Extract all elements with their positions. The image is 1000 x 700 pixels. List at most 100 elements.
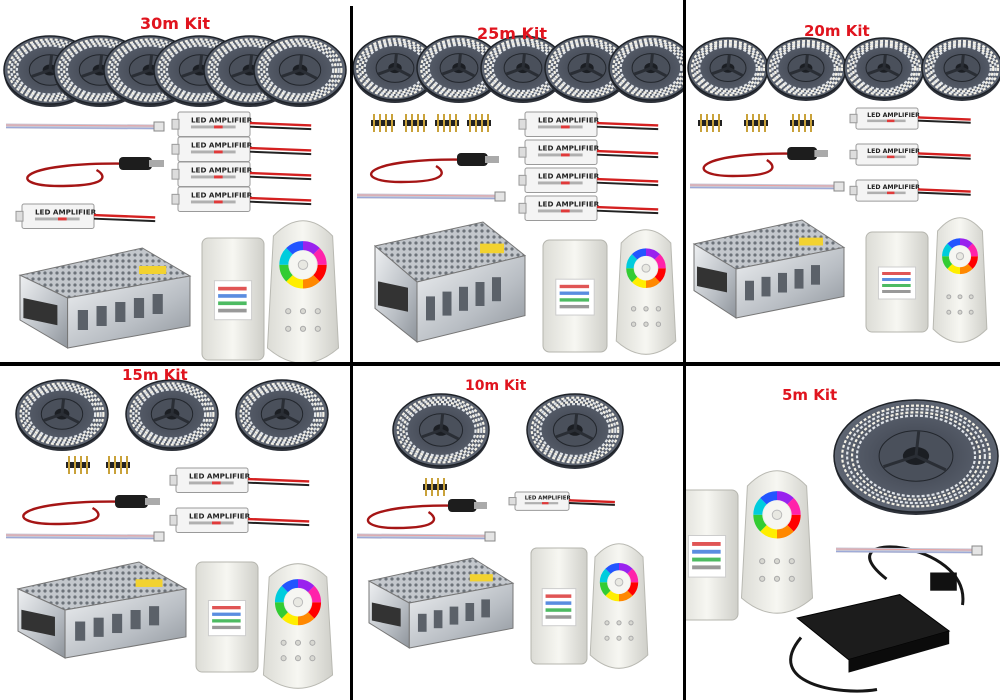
pin-connector	[744, 114, 768, 132]
svg-text:LED AMPLIFIER: LED AMPLIFIER	[191, 165, 253, 174]
led-amplifier: LED AMPLIFIER	[171, 136, 312, 162]
pin-connector	[371, 114, 395, 132]
kit-panel-15m: LED AMPLIFIER LED AMPLIFIER 15m Kit	[0, 366, 350, 700]
led-amplifier: LED AMPLIFIER	[171, 111, 312, 137]
led-amplifier: LED AMPLIFIER	[169, 507, 310, 533]
dc-power-cable	[702, 147, 828, 178]
svg-text:LED AMPLIFIER: LED AMPLIFIER	[538, 143, 600, 152]
svg-text:LED AMPLIFIER: LED AMPLIFIER	[538, 171, 600, 180]
dc-power-cable	[370, 153, 499, 184]
svg-text:LED AMPLIFIER: LED AMPLIFIER	[189, 471, 251, 480]
svg-text:LED AMPLIFIER: LED AMPLIFIER	[191, 115, 253, 124]
kit-items: LED AMPLIFIER	[356, 393, 649, 669]
kit-panel-10m: LED AMPLIFIER 10m Kit	[353, 366, 683, 700]
divider-vertical-right	[683, 0, 686, 700]
led-strip-reel	[687, 37, 769, 101]
led-strip-reel	[416, 35, 502, 103]
svg-text:LED AMPLIFIER: LED AMPLIFIER	[191, 190, 253, 199]
led-strip-reel	[235, 379, 329, 451]
led-amplifier: LED AMPLIFIER	[171, 161, 312, 187]
led-amplifier: LED AMPLIFIER	[849, 179, 971, 202]
led-strip-reel	[765, 37, 847, 101]
kit-title: 10m Kit	[465, 378, 527, 394]
touch-remote	[932, 217, 988, 343]
led-strip-reel	[921, 37, 1000, 101]
kit-items: LED AMPLIFIER LED AMPLIFIER LED AMPLIFIER	[687, 37, 1000, 343]
kit-panel-5m: 5m Kit	[686, 366, 1000, 700]
rgb-controller-receiver	[865, 231, 929, 333]
touch-remote	[615, 229, 677, 355]
rgb-controller-receiver	[686, 489, 739, 621]
led-amplifier: LED AMPLIFIER	[518, 167, 659, 193]
kit-title: 5m Kit	[782, 386, 838, 404]
rgb-extension-cable	[356, 191, 506, 202]
led-strip-reel	[843, 37, 925, 101]
pin-connector	[423, 478, 447, 496]
led-strip-reel	[608, 35, 683, 103]
kit-panel-30m: LED AMPLIFIER LED AMPLIFIER LED AMPLIFIER L…	[0, 0, 350, 362]
touch-remote	[266, 220, 340, 362]
pin-connector	[467, 114, 491, 132]
led-amplifier: LED AMPLIFIER	[518, 111, 659, 137]
power-supply-unit	[18, 247, 192, 349]
touch-remote	[589, 543, 649, 669]
svg-text:LED AMPLIFIER: LED AMPLIFIER	[867, 148, 920, 155]
kit-panel-25m: LED AMPLIFIER LED AMPLIFIER LED AMPLIFIER L…	[353, 0, 683, 362]
svg-text:LED AMPLIFIER: LED AMPLIFIER	[189, 511, 251, 520]
dc-power-cable	[366, 499, 487, 530]
rgb-controller-receiver	[201, 237, 265, 361]
kit-items	[686, 399, 999, 693]
kit-title: 20m Kit	[804, 22, 870, 40]
pin-connector	[790, 114, 814, 132]
svg-text:LED AMPLIFIER: LED AMPLIFIER	[867, 112, 920, 119]
power-supply-unit	[367, 557, 515, 649]
power-supply-unit	[16, 561, 188, 659]
led-strip-reel	[253, 35, 347, 107]
kit-title: 30m Kit	[140, 14, 211, 33]
rgb-controller-receiver	[530, 547, 588, 665]
divider-horizontal	[0, 362, 1000, 366]
led-amplifier: LED AMPLIFIER	[849, 143, 971, 166]
pin-connector	[435, 114, 459, 132]
kit-items: LED AMPLIFIER LED AMPLIFIER LED AMPLIFIER L…	[3, 35, 347, 362]
kit-title: 15m Kit	[122, 366, 188, 384]
svg-text:LED AMPLIFIER: LED AMPLIFIER	[191, 140, 253, 149]
rgb-extension-cable	[5, 531, 165, 542]
led-amplifier: LED AMPLIFIER	[508, 491, 615, 511]
svg-text:LED AMPLIFIER: LED AMPLIFIER	[867, 184, 920, 191]
touch-remote	[262, 563, 334, 689]
led-amplifier: LED AMPLIFIER	[518, 139, 659, 165]
led-amplifier: LED AMPLIFIER	[15, 203, 156, 229]
rgb-controller-receiver	[195, 561, 259, 673]
rgb-extension-cable	[835, 545, 983, 556]
led-amplifier: LED AMPLIFIER	[518, 195, 659, 221]
kit-items: LED AMPLIFIER LED AMPLIFIER LED AMPLIFIER L…	[353, 35, 683, 355]
rgb-extension-cable	[5, 121, 165, 132]
led-amplifier: LED AMPLIFIER	[169, 467, 310, 493]
pin-connector	[698, 114, 722, 132]
svg-text:LED AMPLIFIER: LED AMPLIFIER	[35, 207, 97, 216]
led-strip-reel	[392, 393, 490, 469]
rgb-extension-cable	[356, 531, 496, 542]
dc-power-cable	[26, 157, 164, 188]
kit-items: LED AMPLIFIER LED AMPLIFIER	[5, 379, 334, 689]
led-amplifier: LED AMPLIFIER	[849, 107, 971, 130]
led-strip-reel	[544, 35, 630, 103]
touch-remote	[740, 470, 814, 614]
svg-text:LED AMPLIFIER: LED AMPLIFIER	[538, 199, 600, 208]
divider-vertical-left	[350, 6, 353, 700]
power-adapter	[789, 545, 965, 693]
rgb-controller-receiver	[542, 239, 608, 353]
kit-title: 25m Kit	[477, 24, 548, 43]
led-strip-reel	[526, 393, 624, 469]
led-strip-reel	[833, 399, 999, 515]
power-supply-unit	[692, 219, 846, 319]
led-strip-reel	[125, 379, 219, 451]
led-amplifier: LED AMPLIFIER	[171, 186, 312, 212]
led-strip-reel	[15, 379, 109, 451]
power-supply-unit	[373, 221, 527, 344]
svg-text:LED AMPLIFIER: LED AMPLIFIER	[525, 496, 572, 502]
svg-text:LED AMPLIFIER: LED AMPLIFIER	[538, 115, 600, 124]
